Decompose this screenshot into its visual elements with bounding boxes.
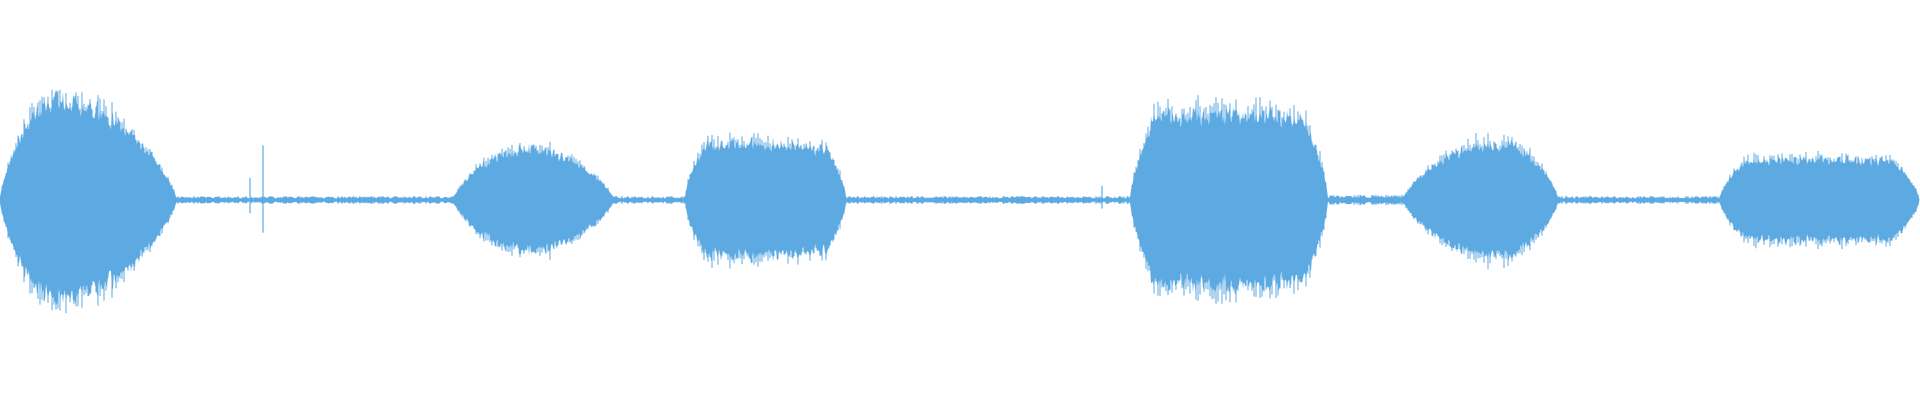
audio-waveform-view[interactable]	[0, 0, 1920, 400]
waveform-canvas[interactable]	[0, 0, 1920, 400]
